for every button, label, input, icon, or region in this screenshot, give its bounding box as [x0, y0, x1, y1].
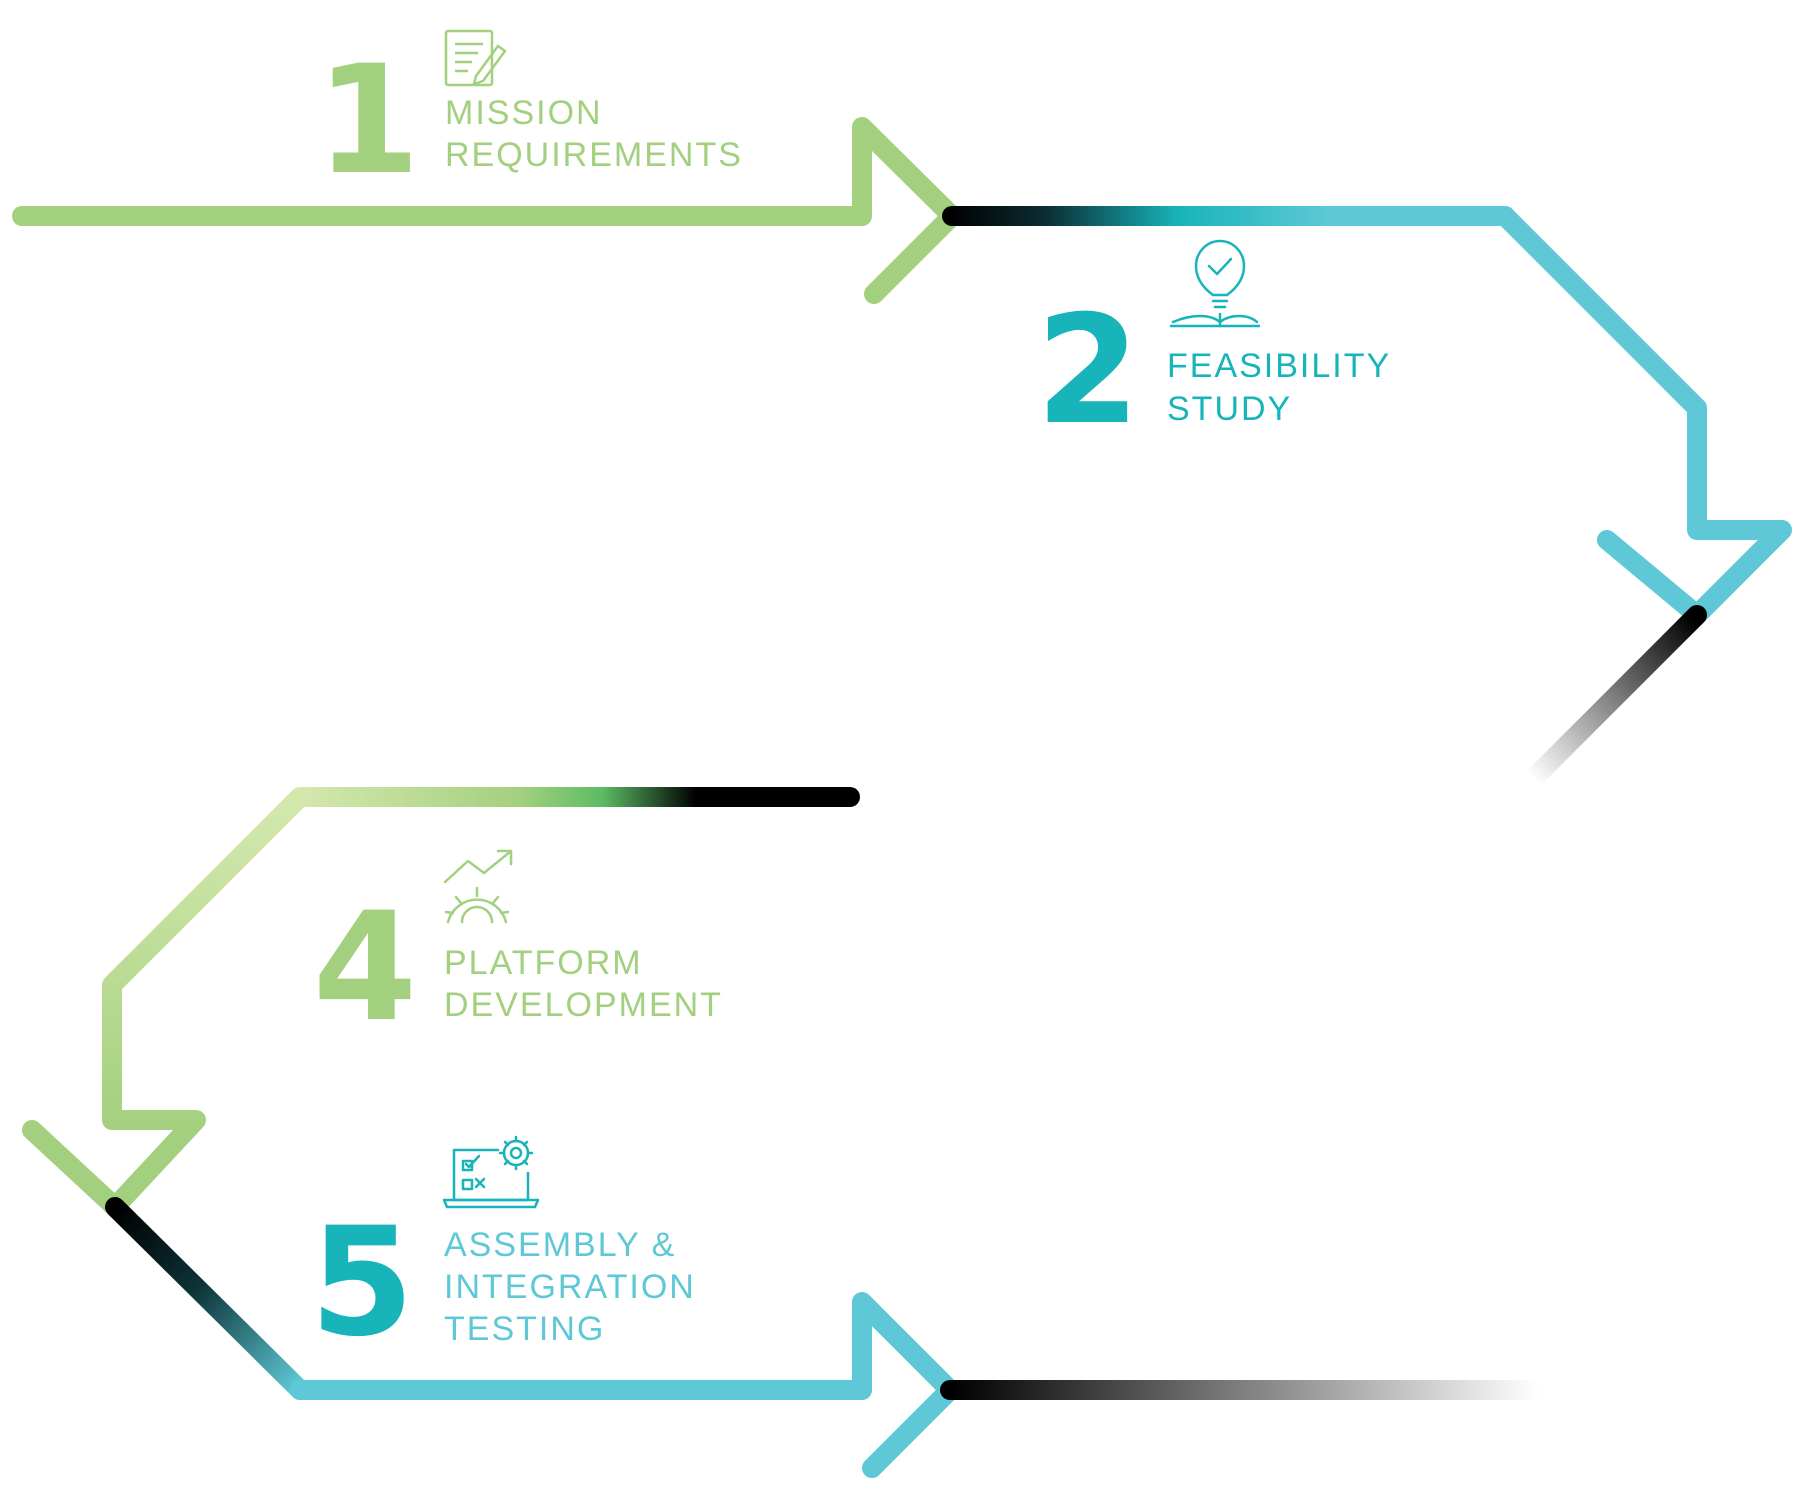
step-5: 5 ASSEMBLY & INTEGRATION TESTING	[310, 1135, 696, 1370]
step-2-label-line1: FEASIBILITY	[1167, 347, 1391, 385]
step-5-label-line3: TESTING	[444, 1310, 605, 1348]
step-1: 1 MISSION REQUIREMENTS	[316, 29, 743, 208]
path-segment-6	[22, 787, 310, 1217]
path-segment-4	[1525, 605, 1707, 787]
step-4: 4 PLATFORM DEVELOPMENT	[313, 849, 723, 1055]
step-4-label-line2: DEVELOPMENT	[444, 986, 723, 1024]
step-2-label-line2: STUDY	[1167, 390, 1292, 428]
step-1-label-line1: MISSION	[445, 94, 603, 132]
step-5-number: 5	[310, 1196, 414, 1370]
step-2-number: 2	[1036, 284, 1140, 458]
document-pencil-icon	[444, 29, 507, 87]
lightbulb-book-icon	[1169, 239, 1261, 328]
step-1-number: 1	[316, 34, 420, 208]
path-segment-8	[290, 1292, 960, 1478]
laptop-checklist-gear-icon	[442, 1135, 540, 1209]
flow-path	[12, 117, 1792, 1478]
step-4-number: 4	[313, 881, 417, 1055]
path-segment-1	[12, 117, 962, 304]
trend-gear-icon	[443, 849, 513, 924]
step-4-label-line1: PLATFORM	[444, 944, 643, 982]
path-segment-3	[1495, 206, 1792, 625]
path-segment-7	[105, 1197, 310, 1400]
step-1-label-line2: REQUIREMENTS	[445, 136, 743, 174]
step-2: 2 FEASIBILITY STUDY	[1036, 239, 1391, 458]
step-5-label-line1: ASSEMBLY &	[444, 1226, 676, 1264]
step-5-label-line2: INTEGRATION	[444, 1268, 696, 1306]
